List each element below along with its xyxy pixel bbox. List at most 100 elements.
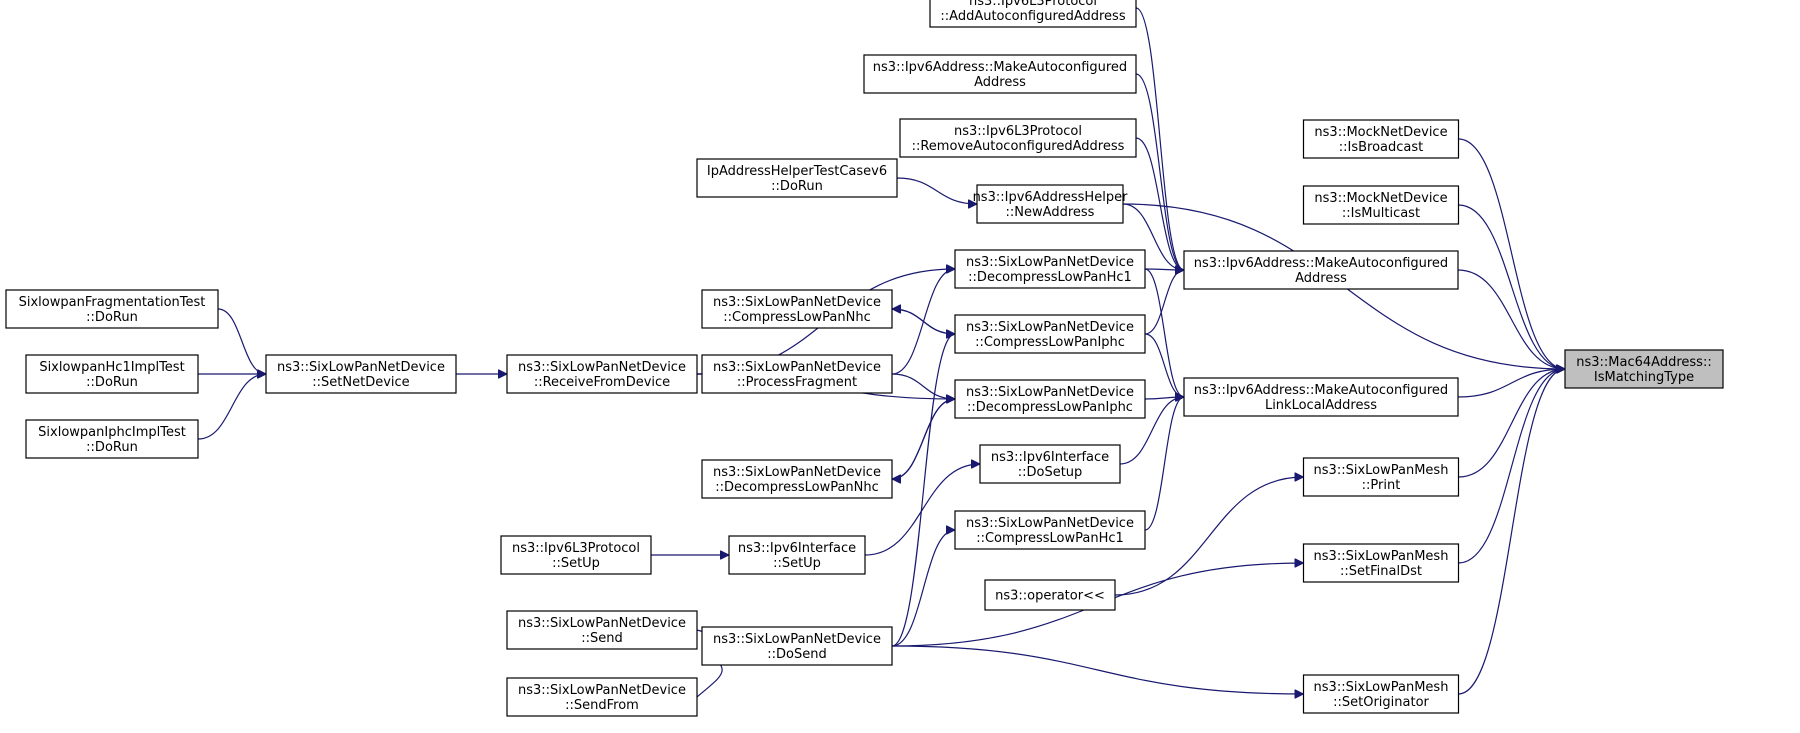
node-label-line: ns3::SixLowPanNetDevice	[518, 683, 686, 698]
node-mesh-finaldst[interactable]: ns3::SixLowPanMesh::SetFinalDst	[1302, 543, 1460, 583]
node-label-line: ::DecompressLowPanNhc	[715, 480, 879, 495]
node-ipv6addr-make[interactable]: ns3::Ipv6Address::MakeAutoconfiguredAddr…	[863, 54, 1137, 94]
node-label-line: ns3::SixLowPanNetDevice	[966, 320, 1134, 335]
node-box	[984, 579, 1116, 611]
edge-l3-add-to-makeauto	[1135, 7, 1185, 270]
node-label-line: ns3::Ipv6Interface	[991, 450, 1109, 465]
node-label-line: Address	[974, 75, 1026, 90]
node-iface-setup[interactable]: ns3::Ipv6Interface::SetUp	[728, 535, 866, 575]
edge-dosend-to-comp-hc1	[891, 530, 956, 647]
node-mock-broadcast[interactable]: ns3::MockNetDevice::IsBroadcast	[1302, 119, 1460, 159]
node-label-line: ::ReceiveFromDevice	[534, 375, 670, 390]
node-iphelper-test[interactable]: IpAddressHelperTestCasev6::DoRun	[696, 158, 898, 198]
node-makeauto[interactable]: ns3::Ipv6Address::MakeAutoconfiguredAddr…	[1183, 250, 1459, 290]
node-setnetdevice[interactable]: ns3::SixLowPanNetDevice::SetNetDevice	[265, 354, 457, 394]
node-label-line: ns3::Ipv6L3Protocol	[954, 124, 1082, 139]
node-box	[506, 354, 698, 394]
node-label-line: ::DoSend	[767, 647, 826, 662]
node-recv[interactable]: ns3::SixLowPanNetDevice::ReceiveFromDevi…	[506, 354, 698, 394]
node-label-line: ns3::SixLowPanNetDevice	[966, 516, 1134, 531]
node-l3-add[interactable]: ns3::Ipv6L3Protocol::AddAutoconfiguredAd…	[929, 0, 1137, 28]
node-box	[701, 289, 893, 329]
node-label-line: IsMatchingType	[1594, 370, 1694, 385]
node-label-line: ::SetUp	[552, 556, 600, 571]
node-label-line: ::IsMulticast	[1342, 206, 1420, 221]
node-label-line: ns3::Ipv6Address::MakeAutoconfigured	[873, 60, 1127, 75]
edge-l3-remove-to-makeauto	[1135, 137, 1185, 270]
node-label-line: ::DoRun	[86, 375, 138, 390]
node-l3-remove[interactable]: ns3::Ipv6L3Protocol::RemoveAutoconfigure…	[899, 118, 1137, 158]
node-helper-new[interactable]: ns3::Ipv6AddressHelper::NewAddress	[973, 184, 1129, 224]
edge-dosend-to-mesh-originator	[891, 645, 1304, 694]
edge-proc-frag-to-decomp-iphc	[891, 373, 955, 399]
node-box	[1302, 457, 1460, 497]
node-decomp-iphc[interactable]: ns3::SixLowPanNetDevice::DecompressLowPa…	[954, 379, 1146, 419]
node-comp-nhc[interactable]: ns3::SixLowPanNetDevice::CompressLowPanN…	[701, 289, 893, 329]
node-box	[1564, 349, 1724, 389]
node-comp-iphc[interactable]: ns3::SixLowPanNetDevice::CompressLowPanI…	[954, 314, 1146, 354]
node-label-line: ::ProcessFragment	[737, 375, 857, 390]
node-label-line: ::NewAddress	[1006, 205, 1095, 220]
node-label-line: ns3::SixLowPanMesh	[1314, 680, 1449, 695]
node-decomp-nhc[interactable]: ns3::SixLowPanNetDevice::DecompressLowPa…	[701, 459, 893, 499]
node-label-line: ::SetUp	[773, 556, 821, 571]
node-frag-test[interactable]: SixlowpanFragmentationTest::DoRun	[5, 289, 219, 329]
edge-makeauto-ll-to-mac64	[1457, 369, 1565, 398]
node-dosend[interactable]: ns3::SixLowPanNetDevice::DoSend	[701, 626, 893, 666]
node-box	[954, 249, 1146, 289]
node-box	[728, 535, 866, 575]
edge-iphelper-test-to-helper-new	[896, 177, 977, 204]
node-label-line: ::CompressLowPanIphc	[975, 335, 1125, 350]
node-box	[1183, 377, 1459, 417]
node-box	[1302, 674, 1460, 714]
node-label-line: Address	[1295, 271, 1347, 286]
node-label-line: ns3::SixLowPanNetDevice	[966, 255, 1134, 270]
node-mesh-print[interactable]: ns3::SixLowPanMesh::Print	[1302, 457, 1460, 497]
node-decomp-hc1[interactable]: ns3::SixLowPanNetDevice::DecompressLowPa…	[954, 249, 1146, 289]
node-box	[701, 354, 893, 394]
node-hc1-test[interactable]: SixlowpanHc1ImplTest::DoRun	[25, 354, 199, 394]
node-label-line: ns3::SixLowPanNetDevice	[713, 295, 881, 310]
node-iface-dosetup[interactable]: ns3::Ipv6Interface::DoSetup	[979, 444, 1121, 484]
node-label-line: SixlowpanHc1ImplTest	[39, 360, 184, 375]
node-label-line: ns3::SixLowPanNetDevice	[966, 385, 1134, 400]
node-iphc-test[interactable]: SixlowpanIphcImplTest::DoRun	[25, 419, 199, 459]
node-box	[863, 54, 1137, 94]
node-label-line: ns3::SixLowPanNetDevice	[518, 616, 686, 631]
node-label-line: SixlowpanFragmentationTest	[19, 295, 206, 310]
node-label-line: ::CompressLowPanHc1	[976, 531, 1124, 546]
node-mesh-originator[interactable]: ns3::SixLowPanMesh::SetOriginator	[1302, 674, 1460, 714]
node-label-line: ns3::SixLowPanNetDevice	[518, 360, 686, 375]
node-label-line: ::CompressLowPanNhc	[723, 310, 870, 325]
edge-ipv6addr-make-to-makeauto	[1135, 73, 1185, 270]
node-box	[25, 419, 199, 459]
node-mac64[interactable]: ns3::Mac64Address::IsMatchingType	[1564, 349, 1724, 389]
node-label-line: ::DoSetup	[1018, 465, 1083, 480]
node-box	[1302, 543, 1460, 583]
node-label-line: ns3::SixLowPanNetDevice	[713, 632, 881, 647]
node-box	[899, 118, 1137, 158]
node-label-line: ns3::SixLowPanNetDevice	[713, 360, 881, 375]
node-label-line: SixlowpanIphcImplTest	[38, 425, 186, 440]
node-send[interactable]: ns3::SixLowPanNetDevice::Send	[506, 610, 698, 650]
node-comp-hc1[interactable]: ns3::SixLowPanNetDevice::CompressLowPanH…	[954, 510, 1146, 550]
edge-comp-iphc-to-makeauto	[1144, 270, 1185, 335]
node-operator[interactable]: ns3::operator<<	[984, 579, 1116, 611]
node-label-line: ns3::MockNetDevice	[1314, 191, 1447, 206]
edge-iface-setup-to-iface-dosetup	[864, 464, 980, 556]
node-sendfrom[interactable]: ns3::SixLowPanNetDevice::SendFrom	[506, 677, 698, 717]
node-label-line: ns3::MockNetDevice	[1314, 125, 1447, 140]
edge-iphc-test-to-setnetdevice	[197, 374, 266, 440]
node-box	[696, 158, 898, 198]
node-label-line: ::DoRun	[86, 440, 138, 455]
node-mock-multicast[interactable]: ns3::MockNetDevice::IsMulticast	[1302, 185, 1460, 225]
node-label-line: LinkLocalAddress	[1265, 398, 1377, 413]
node-makeauto-ll[interactable]: ns3::Ipv6Address::MakeAutoconfiguredLink…	[1183, 377, 1459, 417]
node-l3-setup[interactable]: ns3::Ipv6L3Protocol::SetUp	[500, 535, 652, 575]
node-box	[929, 0, 1137, 28]
node-label-line: ::Print	[1362, 478, 1401, 493]
edge-mock-multicast-to-mac64	[1458, 204, 1566, 369]
node-proc-frag[interactable]: ns3::SixLowPanNetDevice::ProcessFragment	[701, 354, 893, 394]
node-label-line: ::IsBroadcast	[1339, 140, 1424, 155]
